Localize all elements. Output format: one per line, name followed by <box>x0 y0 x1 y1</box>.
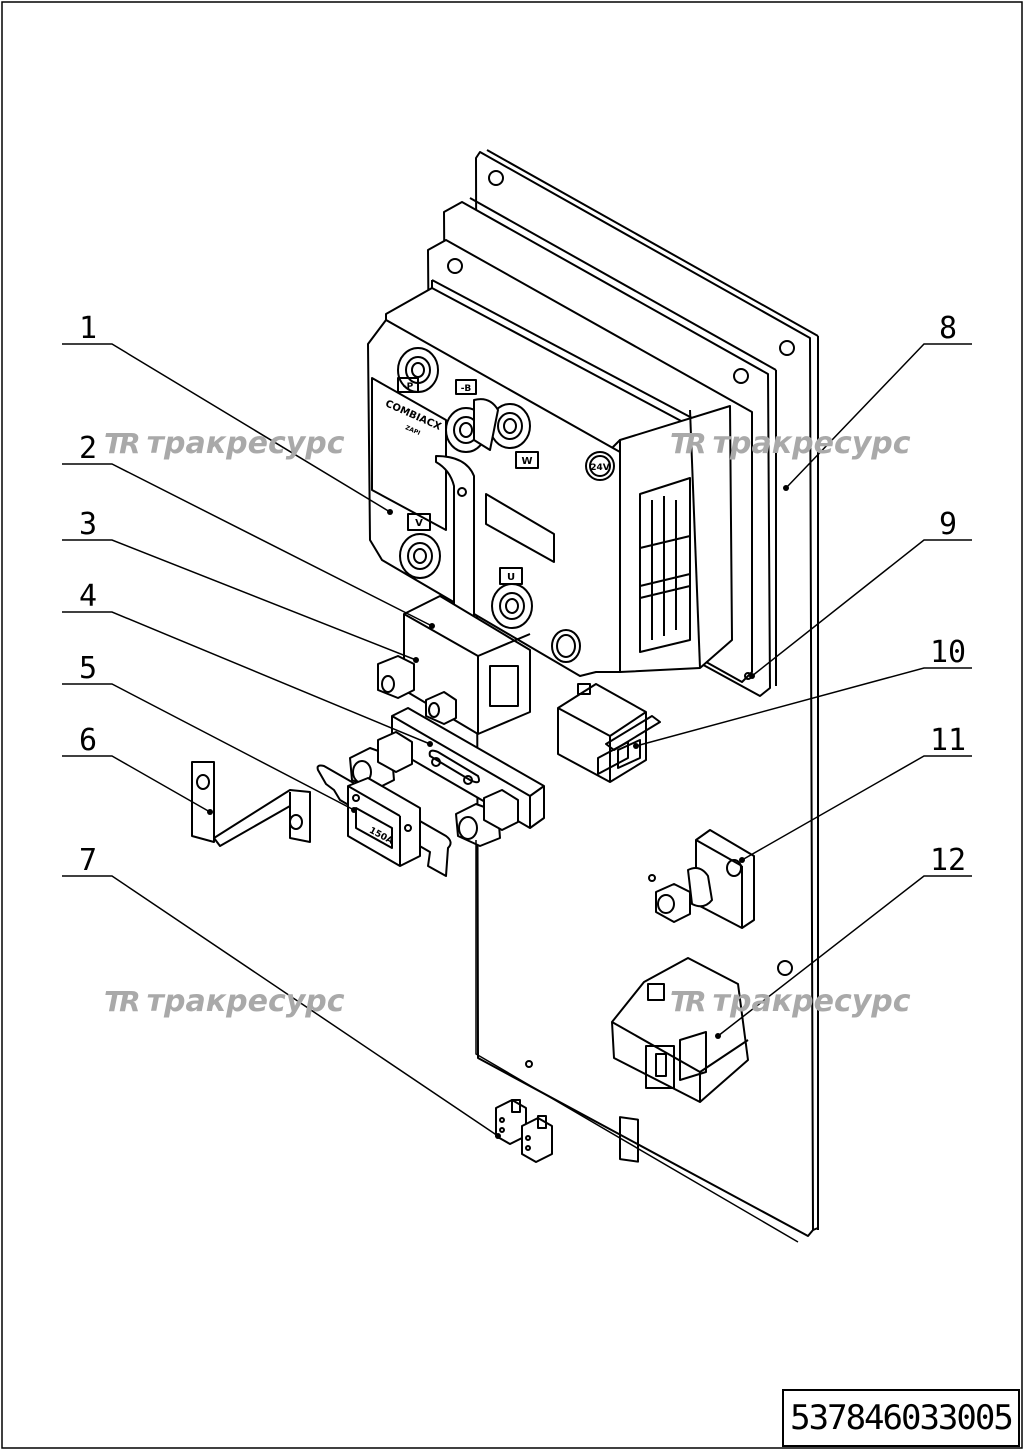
callout-3: 3 <box>79 507 97 542</box>
leader-8 <box>785 343 972 489</box>
leader-2 <box>62 463 433 627</box>
leader-9 <box>751 539 972 677</box>
callout-9: 9 <box>939 507 957 542</box>
watermark-text: тракресурс <box>712 984 911 1019</box>
callout-10: 10 <box>930 635 966 670</box>
leader-6 <box>62 755 211 813</box>
relay-socket <box>611 957 749 1163</box>
watermark-text: тракресурс <box>146 426 345 461</box>
callout-8: 8 <box>939 311 957 346</box>
plate-edge-line <box>475 840 799 1243</box>
callout-12: 12 <box>930 843 966 878</box>
callout-7: 7 <box>79 843 97 878</box>
leader-10 <box>635 667 972 747</box>
fuse-holder-block <box>377 595 531 735</box>
terminal-w-tag: W <box>521 456 532 467</box>
leader-5 <box>62 683 355 811</box>
fuse-150a <box>316 764 452 877</box>
callout-1: 1 <box>79 311 97 346</box>
leader-12 <box>717 875 972 1037</box>
document-number: 537846033005 <box>782 1389 1020 1447</box>
voltage-badge-label: 24V <box>590 463 610 473</box>
leader-7 <box>62 875 499 1137</box>
callout-5: 5 <box>79 651 97 686</box>
leader-4 <box>62 611 431 745</box>
callout-2: 2 <box>79 431 97 466</box>
callout-6: 6 <box>79 723 97 758</box>
leader-11 <box>741 755 972 861</box>
leader-1 <box>62 343 391 513</box>
terminal-u-tag: U <box>507 572 515 583</box>
bracket <box>191 761 311 847</box>
watermark-text: тракресурс <box>146 984 345 1019</box>
push-switch <box>655 829 755 929</box>
terminal-v <box>399 533 441 579</box>
watermark-logo: TR <box>104 985 141 1018</box>
callout-4: 4 <box>79 579 97 614</box>
watermark-logo: TR <box>104 427 141 460</box>
watermark-text: тракресурс <box>712 426 911 461</box>
terminal-b-tag: -B <box>461 384 472 394</box>
leader-3 <box>62 539 417 661</box>
leader-lines <box>62 343 972 1243</box>
blade-fuses <box>495 1099 553 1163</box>
terminal-v-tag: V <box>415 518 423 529</box>
controller-body <box>367 279 733 677</box>
relay <box>557 683 661 783</box>
watermark-logo: TR <box>670 427 707 460</box>
fuse-base <box>349 707 545 847</box>
leader-dots <box>207 485 789 1139</box>
terminal-u <box>491 583 533 629</box>
terminal-p-tag: -P <box>403 382 414 392</box>
callout-11: 11 <box>930 723 966 758</box>
watermark-logo: TR <box>670 985 707 1018</box>
